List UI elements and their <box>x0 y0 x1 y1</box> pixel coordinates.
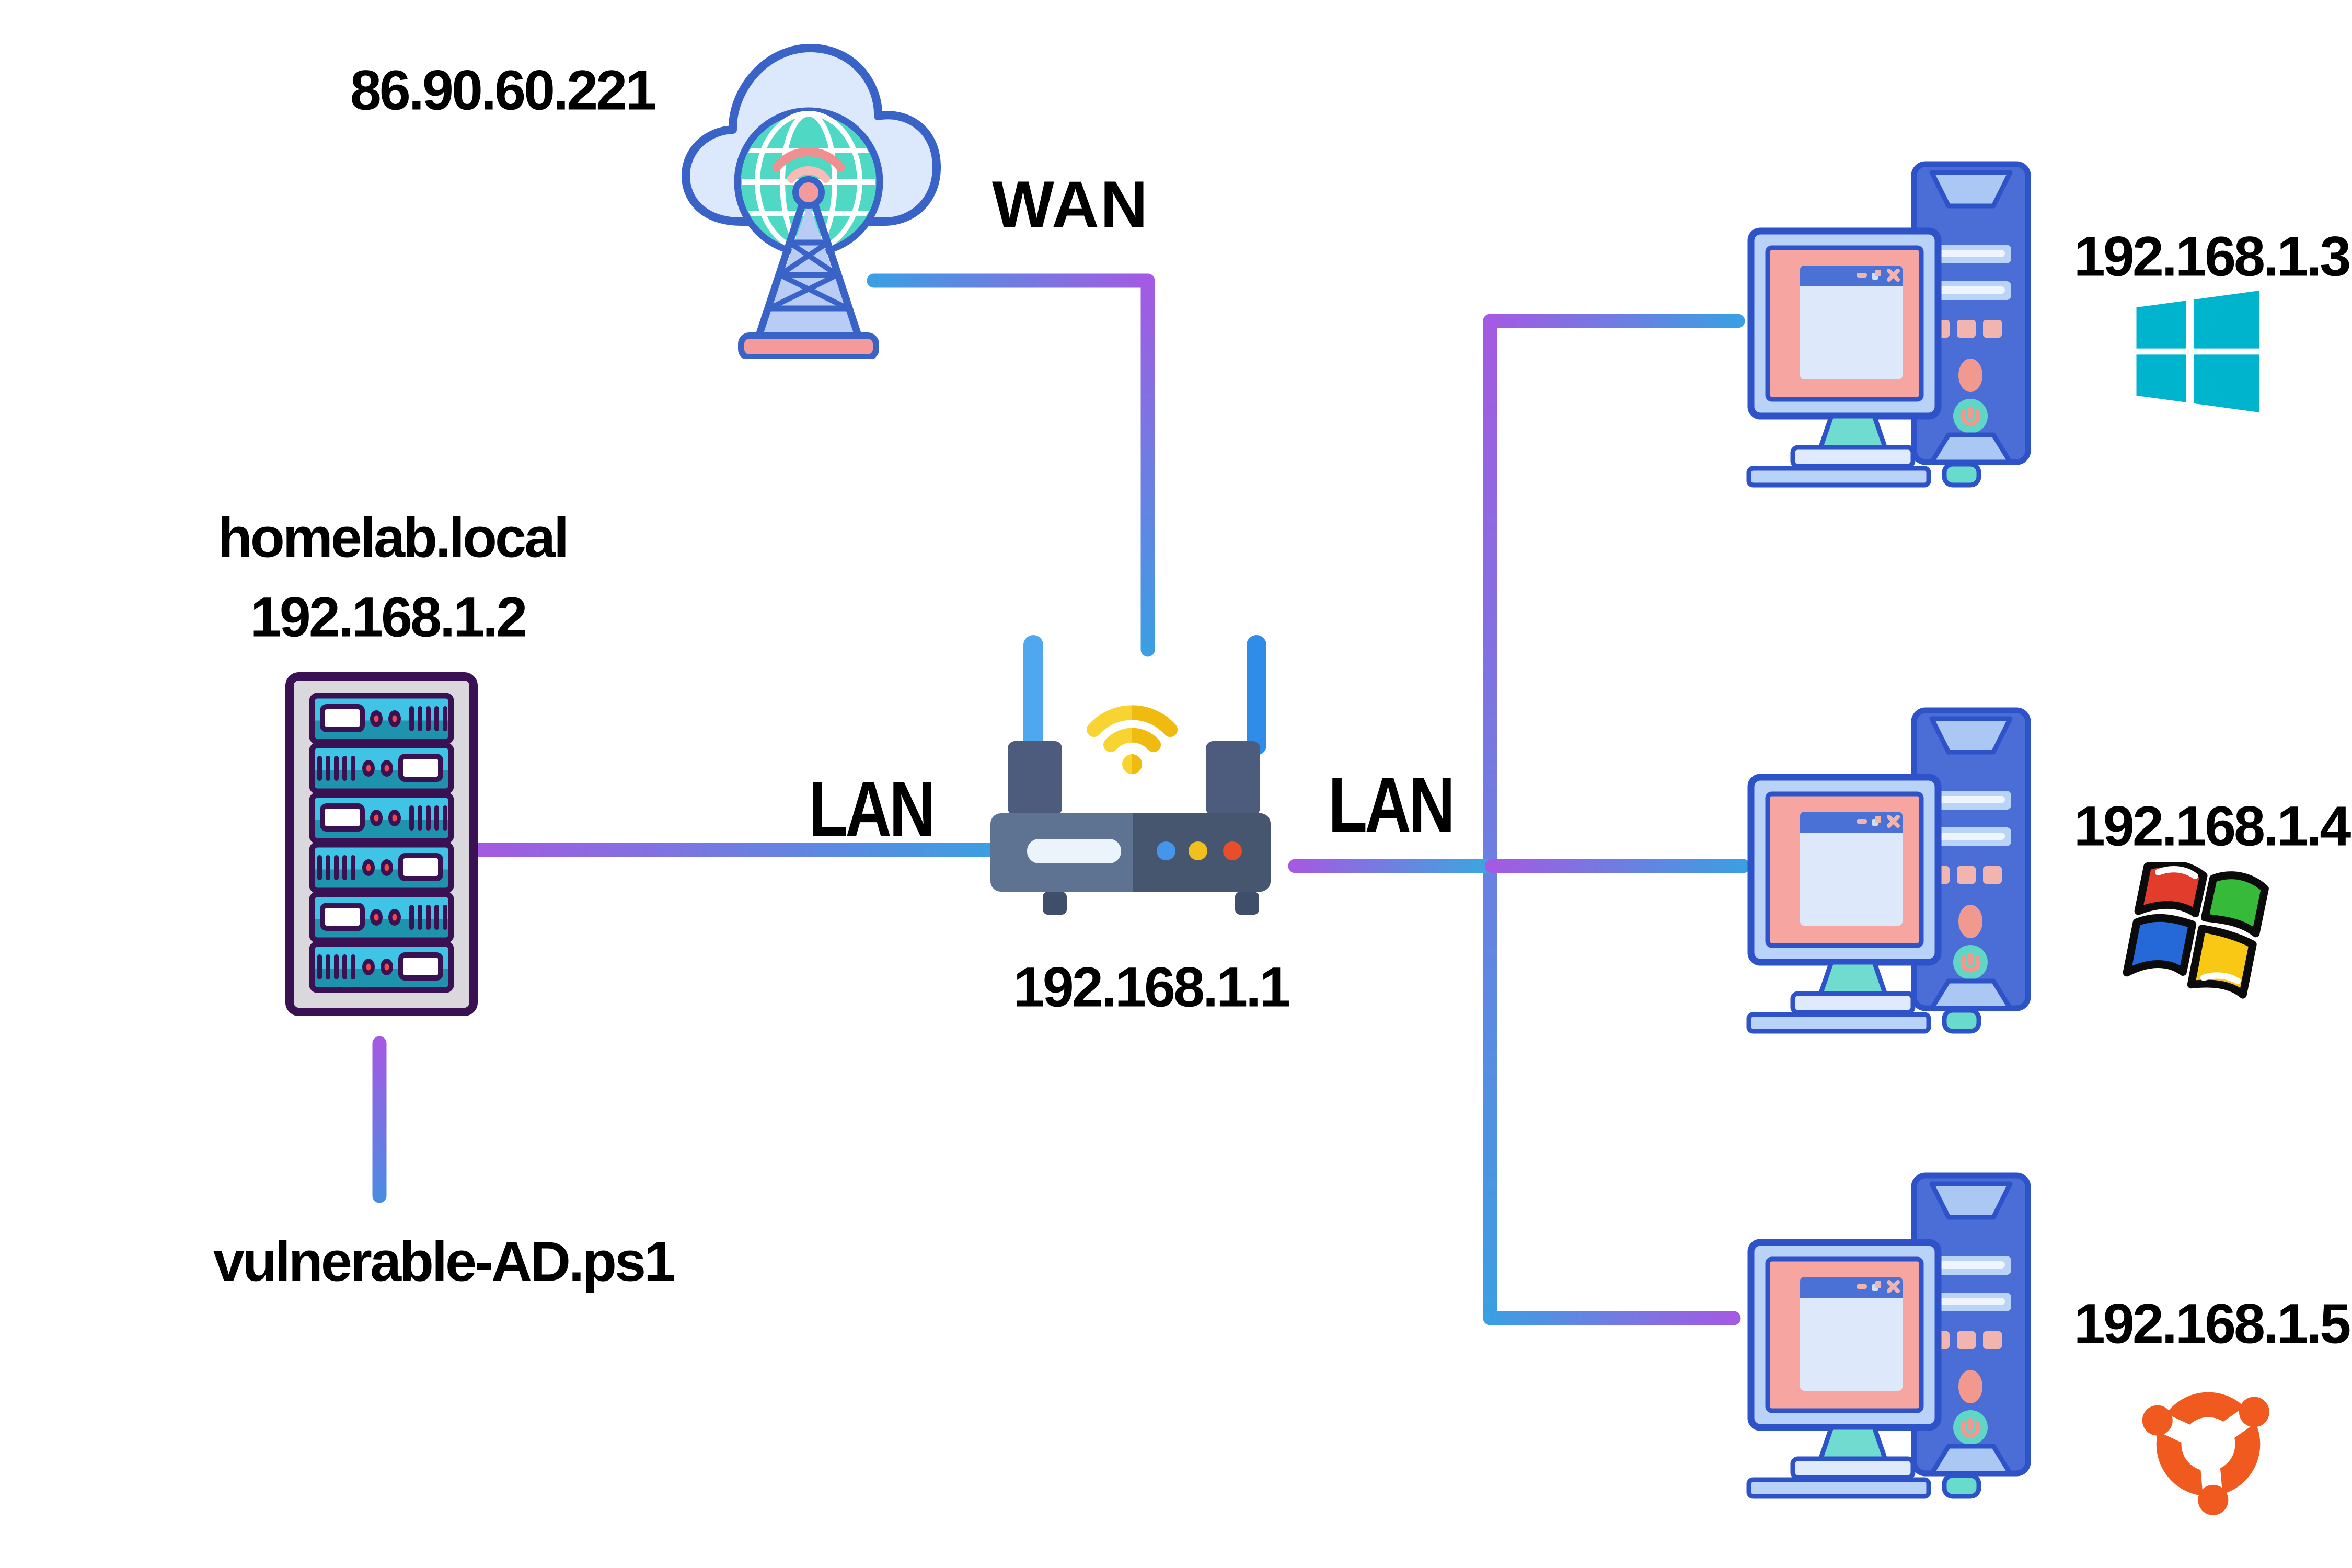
server-hostname-label: homelab.local <box>217 505 569 569</box>
lan-label-right: LAN <box>1328 760 1455 849</box>
antenna-right <box>1247 635 1266 755</box>
tower-base <box>738 332 879 359</box>
signal-waves-icon <box>772 147 845 183</box>
client-ip-label-1: 192.168.1.3 <box>2073 224 2351 288</box>
led-blue <box>1157 841 1175 860</box>
windows-classic-logo <box>2123 862 2269 999</box>
wan-label: WAN <box>992 167 1149 241</box>
lan-label-left: LAN <box>808 765 936 853</box>
client-pc-icon-3 <box>1746 1168 2065 1500</box>
wan-ip-label: 86.90.60.221 <box>350 58 657 122</box>
radio-tower-icon <box>738 176 879 359</box>
led-yellow <box>1189 841 1207 860</box>
client-pc-icon-1 <box>1746 157 2065 489</box>
windows-10-logo <box>2136 291 2259 412</box>
client-ip-label-2: 192.168.1.4 <box>2073 794 2351 858</box>
router-ip-label: 192.168.1.1 <box>1013 955 1291 1019</box>
client-pc-icon-2 <box>1746 703 2065 1035</box>
internet-cloud-icon <box>682 44 941 359</box>
led-red <box>1223 841 1242 860</box>
antenna-tip <box>792 176 825 209</box>
antenna-left <box>1023 635 1043 755</box>
ubuntu-logo <box>2142 1392 2269 1515</box>
status-bar <box>1027 839 1121 863</box>
wifi-icon <box>1087 705 1178 774</box>
server-script-label: vulnerable-AD.ps1 <box>213 1229 675 1293</box>
server-rack-icon <box>285 672 478 1016</box>
wifi-router-icon <box>990 635 1271 915</box>
client-ip-label-3: 192.168.1.5 <box>2073 1292 2351 1355</box>
server-ip-label: 192.168.1.2 <box>250 585 528 649</box>
